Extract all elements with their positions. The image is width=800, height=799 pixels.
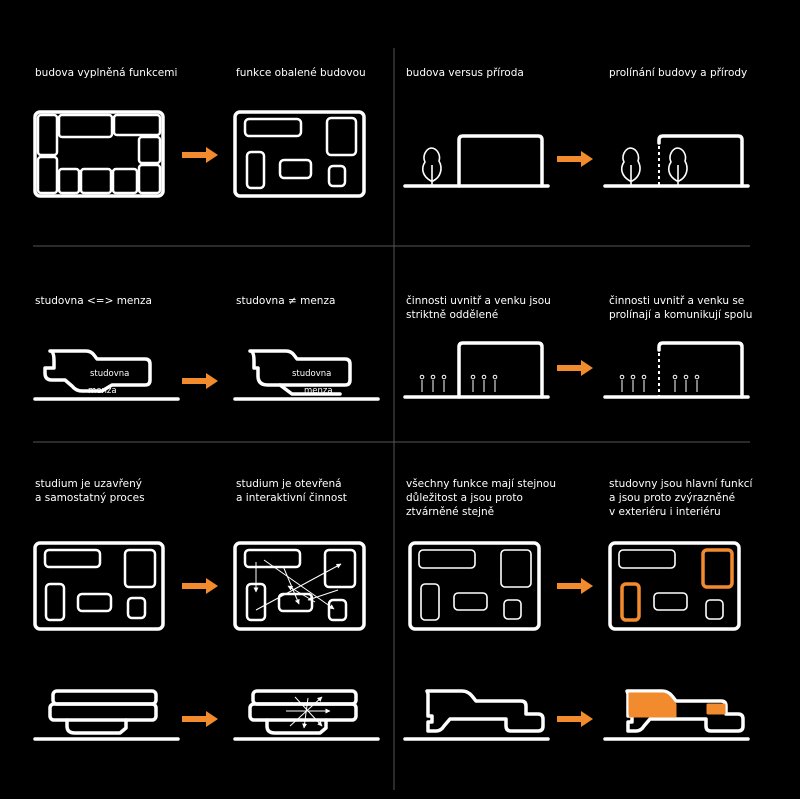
tree-icon (421, 147, 442, 182)
section-study-rooms-emphasized (603, 689, 750, 741)
plan-all-functions-equal (408, 541, 541, 631)
section-activities-separated (403, 341, 550, 399)
people-inside (470, 374, 498, 392)
people-inside-2 (672, 374, 700, 392)
study-room-section-highlight-1 (628, 692, 677, 718)
section-study-open (233, 689, 380, 741)
arrow-r2-b (557, 360, 593, 376)
people-outside (419, 374, 447, 392)
section-text-canteen: menza (88, 386, 117, 396)
label-study-equals-canteen: studovna <=> menza (35, 295, 152, 307)
section-text-study-2: studovna (292, 369, 331, 379)
label-building-versus-nature: budova versus příroda (406, 67, 524, 79)
plan-building-filled (33, 110, 165, 198)
plan-study-rooms-emphasized (608, 541, 741, 631)
arrow-r3-b (557, 578, 593, 594)
arrow-r3-d (557, 711, 593, 727)
label-building-nature-interpenetration: prolínání budovy a přírody (609, 67, 748, 79)
label-functions-wrapped-by-building: funkce obalené budovou (236, 67, 366, 79)
plan-functions-wrapped (233, 110, 366, 198)
section-interaction-arrows (286, 696, 331, 729)
arrow-r1-a (182, 147, 218, 163)
label-building-filled-with-functions: budova vyplněná funkcemi (35, 67, 178, 79)
section-text-study: studovna (90, 369, 129, 379)
section-activities-interact (603, 341, 750, 399)
section-study-not-canteen: studovna menza (233, 349, 380, 401)
study-room-section-highlight-2 (706, 703, 726, 715)
arrow-r1-b (557, 151, 593, 167)
arrow-r2-a (182, 373, 218, 389)
section-study-equals-canteen: studovna menza (33, 349, 180, 401)
section-building-versus-nature (403, 134, 550, 188)
tree-icon-inside (667, 147, 688, 182)
arrow-r3-a (182, 578, 218, 594)
section-study-closed (33, 689, 180, 741)
label-study-not-canteen: studovna ≠ menza (236, 295, 336, 307)
section-text-canteen-2: menza (304, 386, 333, 396)
study-room-highlight-2 (620, 582, 641, 622)
study-room-highlight-1 (701, 548, 734, 589)
section-building-nature-interpenetration (603, 134, 750, 188)
interaction-arrows (253, 559, 342, 611)
tree-icon-outside (620, 147, 641, 182)
section-all-functions-equal (403, 689, 550, 741)
plan-study-open (233, 541, 366, 631)
plan-study-closed (33, 541, 165, 631)
arrow-r3-c (182, 711, 218, 727)
people-outside-2 (619, 374, 647, 392)
